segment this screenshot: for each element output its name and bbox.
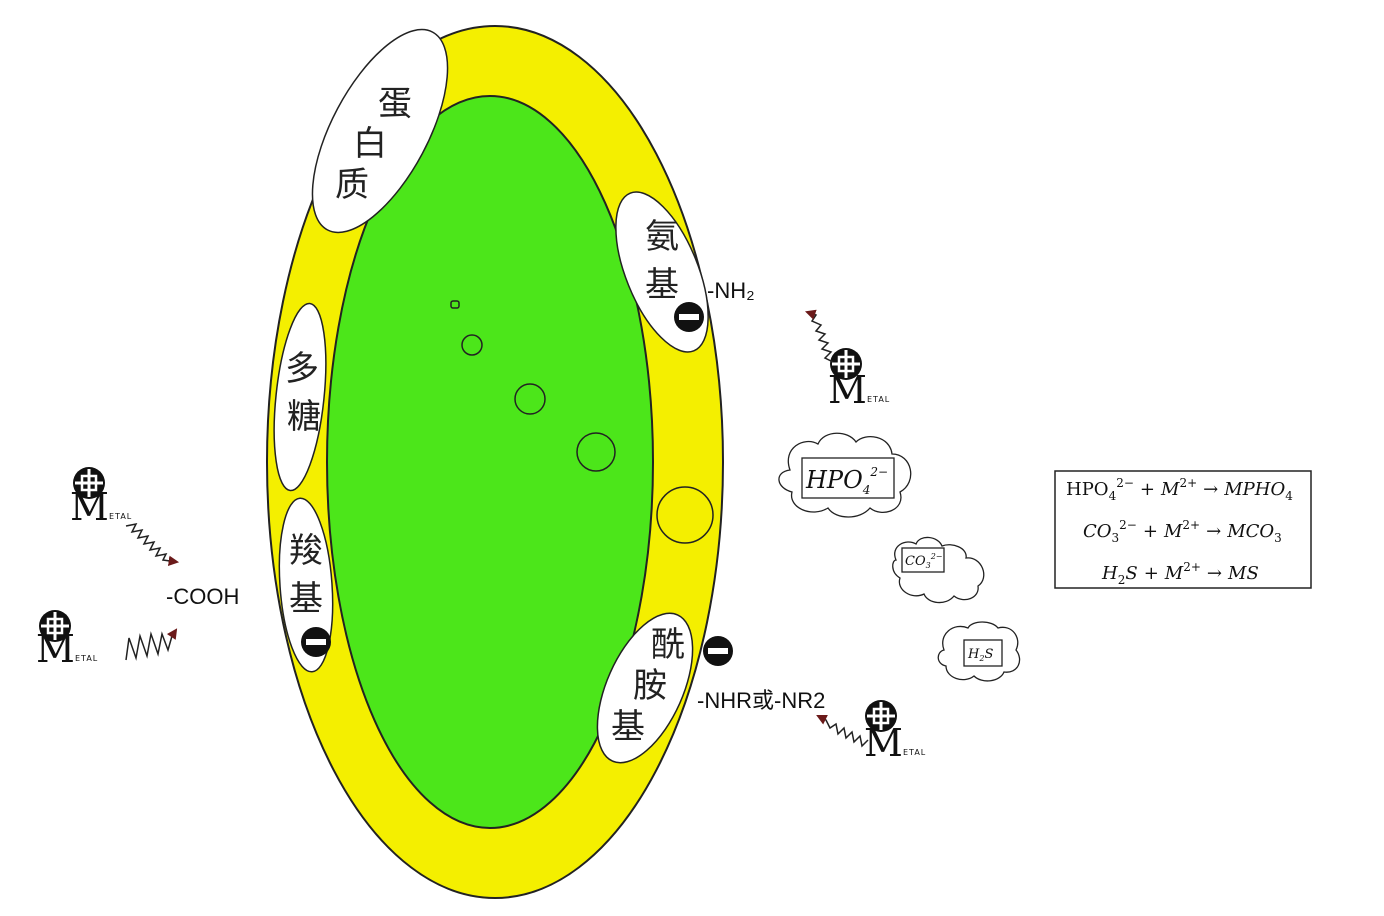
co3-label: CO32−	[905, 552, 943, 570]
protein-char-1: 蛋	[378, 84, 412, 124]
nhr-group-label: -NHR或-NR2	[697, 688, 825, 713]
wavy-arrow	[805, 309, 834, 363]
yellow-granule	[656, 486, 714, 544]
vesicle-tiny	[450, 300, 460, 309]
hpo4-cloud: HPO42−	[778, 432, 912, 518]
metal-letter: M	[864, 721, 903, 765]
metal-ion-top-right: M ETAL	[805, 309, 890, 412]
metal-ion-left-bottom: M ETAL	[36, 608, 178, 671]
amino-char-2: 基	[645, 265, 679, 305]
metal-ion-bottom-right: M ETAL	[816, 698, 926, 765]
metal-suffix: ETAL	[903, 748, 926, 757]
amide-char-2: 胺	[633, 666, 667, 706]
equation-hpo4: HPO42−+M2+→MPHO4	[1066, 476, 1293, 503]
negative-charge-icon	[703, 636, 733, 666]
nh2-group-label: -NH₂	[707, 278, 755, 303]
protein-char-2: 白	[353, 124, 387, 164]
wavy-arrow	[125, 628, 178, 661]
polysaccharide-char-2: 糖	[287, 397, 321, 437]
protein-region	[311, 28, 449, 234]
vesicle-medium	[514, 383, 546, 415]
wavy-arrow	[125, 522, 180, 567]
inner-cell	[326, 95, 654, 829]
metal-suffix: ETAL	[75, 654, 98, 663]
protein-char-3: 质	[335, 165, 369, 205]
metal-suffix: ETAL	[867, 395, 890, 404]
negative-charge-icon	[301, 627, 331, 657]
metal-letter: M	[828, 368, 867, 412]
h2s-label: H2S	[967, 647, 993, 663]
h2s-cloud: H2S	[937, 621, 1021, 682]
metal-ion-left-top: M ETAL	[70, 465, 180, 567]
equation-box: HPO42−+M2+→MPHO4 CO32−+M2+→MCO3 H2S+M2+→…	[1054, 470, 1312, 589]
vesicle-small	[461, 334, 483, 356]
co3-cloud: CO32−	[892, 536, 985, 604]
amide-char-3: 基	[611, 707, 645, 747]
negative-charge-icon	[674, 302, 704, 332]
amide-char-1: 酰	[651, 625, 685, 665]
amino-char-1: 氨	[645, 217, 679, 257]
metal-suffix: ETAL	[109, 512, 132, 521]
equation-h2s: H2S+M2+→MS	[1101, 560, 1259, 587]
equation-co3: CO32−+M2+→MCO3	[1083, 518, 1282, 545]
hpo4-label: HPO42−	[805, 465, 888, 497]
carboxyl-char-2: 基	[289, 579, 323, 619]
amide-region	[596, 612, 694, 764]
wavy-arrow	[816, 715, 869, 748]
vesicle-large	[576, 432, 616, 472]
cooh-group-label: -COOH	[166, 584, 239, 609]
metal-letter: M	[70, 485, 109, 529]
metal-letter: M	[36, 627, 75, 671]
polysaccharide-region	[273, 302, 327, 492]
polysaccharide-char-1: 多	[285, 349, 319, 389]
carboxyl-char-1: 羧	[289, 531, 323, 571]
